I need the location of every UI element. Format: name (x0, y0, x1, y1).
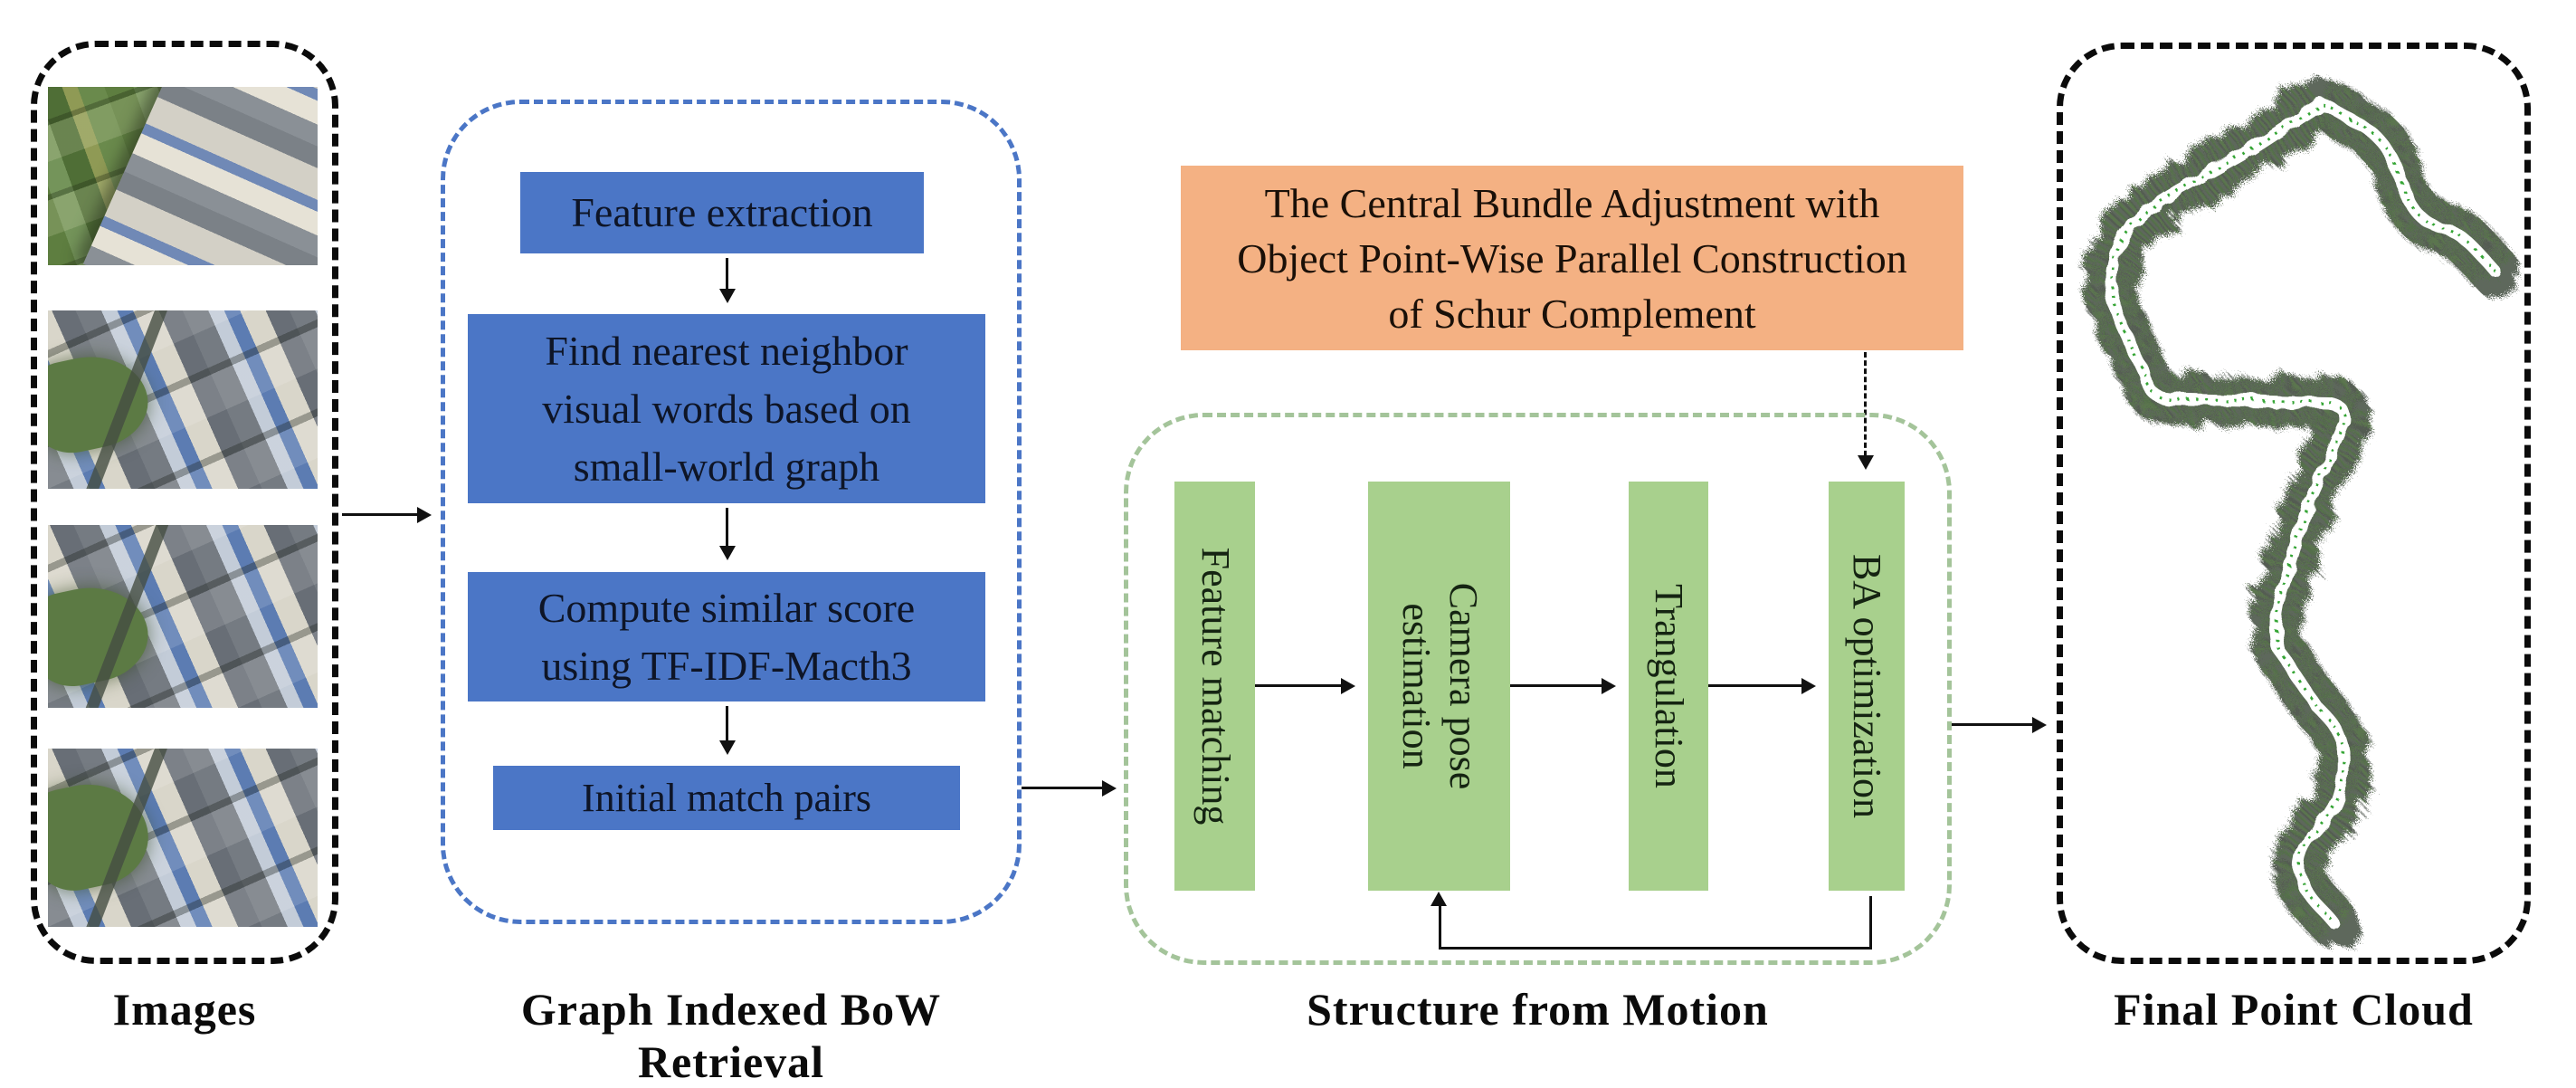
arrow-ba-note-to-ba-optimization (1858, 352, 1874, 470)
aerial-photo-3 (48, 525, 318, 708)
arrow-sfm-1 (1255, 678, 1355, 694)
arrow-images-to-bow (342, 507, 432, 523)
step-text: Find nearest neighbor (545, 327, 908, 374)
step-compute-similar-score: Compute similar score using TF-IDF-Macth… (468, 572, 985, 701)
step-feature-matching: Feature matching (1174, 482, 1255, 891)
aerial-photo-4 (48, 749, 318, 927)
pipeline-diagram: { "panels": { "images": { "label": "Imag… (31, 41, 2531, 1087)
sfm-panel-label: Structure from Motion (1307, 984, 1769, 1035)
industrial-area (83, 87, 318, 265)
step-initial-match-pairs: Initial match pairs (493, 766, 960, 830)
bow-panel-label: Graph Indexed BoW Retrieval (520, 984, 942, 1087)
bow-panel (441, 100, 1022, 924)
images-panel-label: Images (112, 984, 257, 1035)
step-camera-pose-estimation: Camera pose estimation (1368, 482, 1510, 891)
step-text: Compute similar score (537, 584, 916, 631)
step-text: Trangulation (1647, 584, 1691, 788)
step-text-line: estimation (1393, 603, 1439, 769)
step-text: Feature matching (1193, 547, 1238, 826)
step-feature-extraction: Feature extraction (520, 172, 924, 253)
arrow-bow-1 (719, 258, 736, 303)
arrow-sfm-3 (1708, 678, 1816, 694)
step-text: Feature extraction (571, 189, 873, 235)
step-text: Initial match pairs (581, 775, 872, 820)
step-text: BA optimization (1845, 553, 1889, 819)
aerial-photo-1 (48, 87, 318, 265)
ba-note-text: The Central Bundle Adjustment with (1264, 179, 1880, 226)
arrow-ba-feedback-loop (1431, 892, 1872, 950)
step-text: small-world graph (573, 443, 880, 490)
arrow-bow-2 (719, 508, 736, 560)
step-ba-optimization: BA optimization (1829, 482, 1905, 891)
step-text: Camera pose estimation (1393, 482, 1487, 891)
arrow-sfm-2 (1510, 678, 1616, 694)
step-text: using TF-IDF-Macth3 (541, 642, 912, 689)
final-point-cloud-panel (2057, 43, 2531, 964)
step-text-line: Camera pose (1440, 582, 1486, 790)
arrow-bow-to-sfm (1022, 780, 1117, 797)
aerial-photo-2 (48, 310, 318, 489)
final-panel-label: Final Point Cloud (2114, 984, 2474, 1035)
central-ba-note: The Central Bundle Adjustment with Objec… (1181, 166, 1963, 350)
ba-note-text: of Schur Complement (1388, 290, 1756, 337)
step-find-nearest-neighbor: Find nearest neighbor visual words based… (468, 314, 985, 503)
point-cloud-image (2057, 43, 2531, 964)
images-panel (31, 41, 338, 964)
arrow-bow-3 (719, 706, 736, 755)
sfm-panel (1124, 413, 1952, 965)
step-text: visual words based on (542, 385, 911, 432)
step-trangulation: Trangulation (1629, 482, 1708, 891)
arrow-sfm-to-final (1952, 717, 2047, 733)
ba-note-text: Object Point-Wise Parallel Construction (1237, 234, 1907, 282)
